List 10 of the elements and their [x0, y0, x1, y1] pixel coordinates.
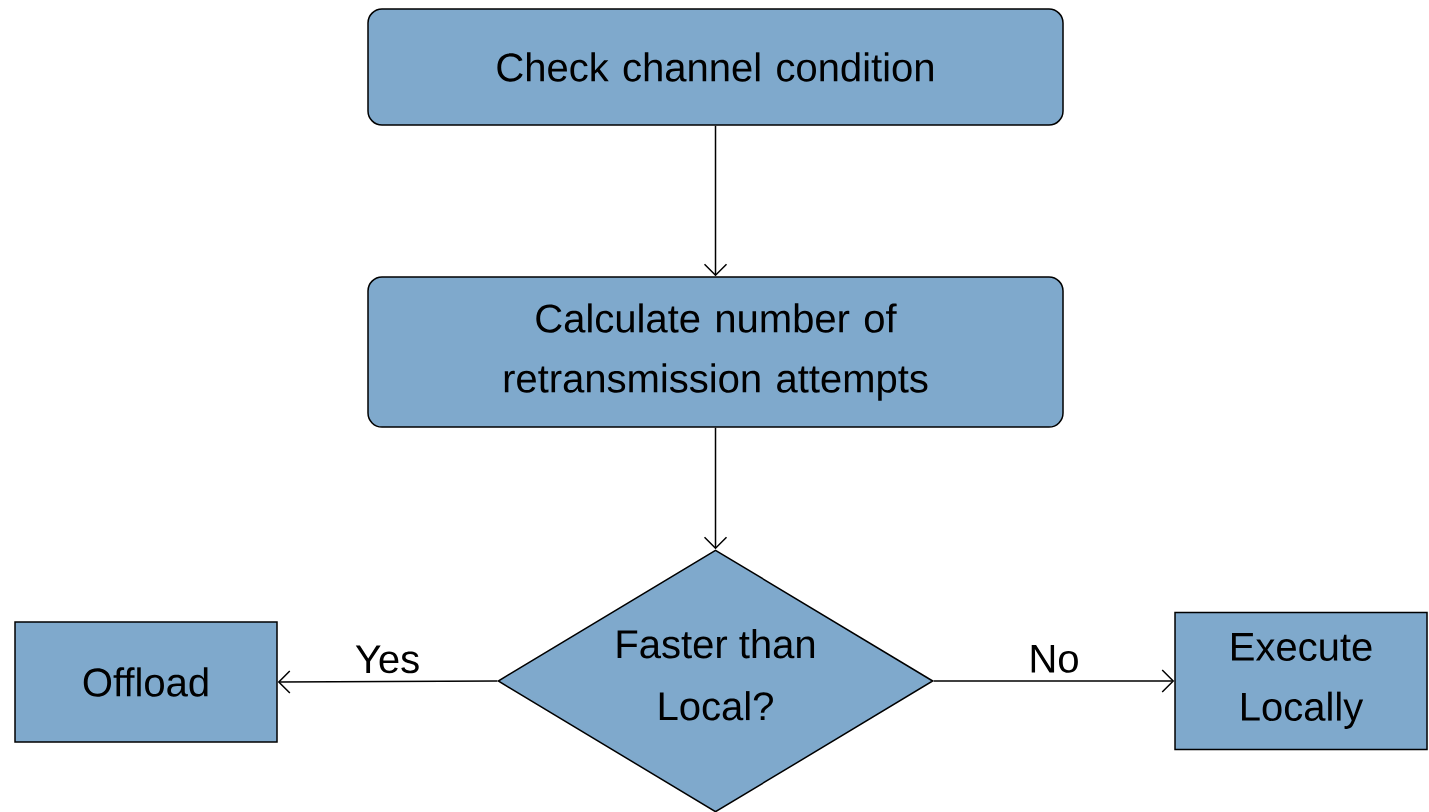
arrow [703, 427, 728, 550]
edge-label: No [1026, 642, 1082, 675]
process-box: Offload [14, 621, 278, 743]
arrow [703, 125, 728, 277]
arrow [933, 669, 1175, 693]
arrow [277, 670, 498, 694]
process-box: Check channel condition [367, 8, 1064, 126]
process-box: Execute Locally [1174, 611, 1428, 751]
edge-label: Yes [352, 643, 423, 676]
process-box: Calculate number of retransmission attempts [367, 276, 1064, 428]
